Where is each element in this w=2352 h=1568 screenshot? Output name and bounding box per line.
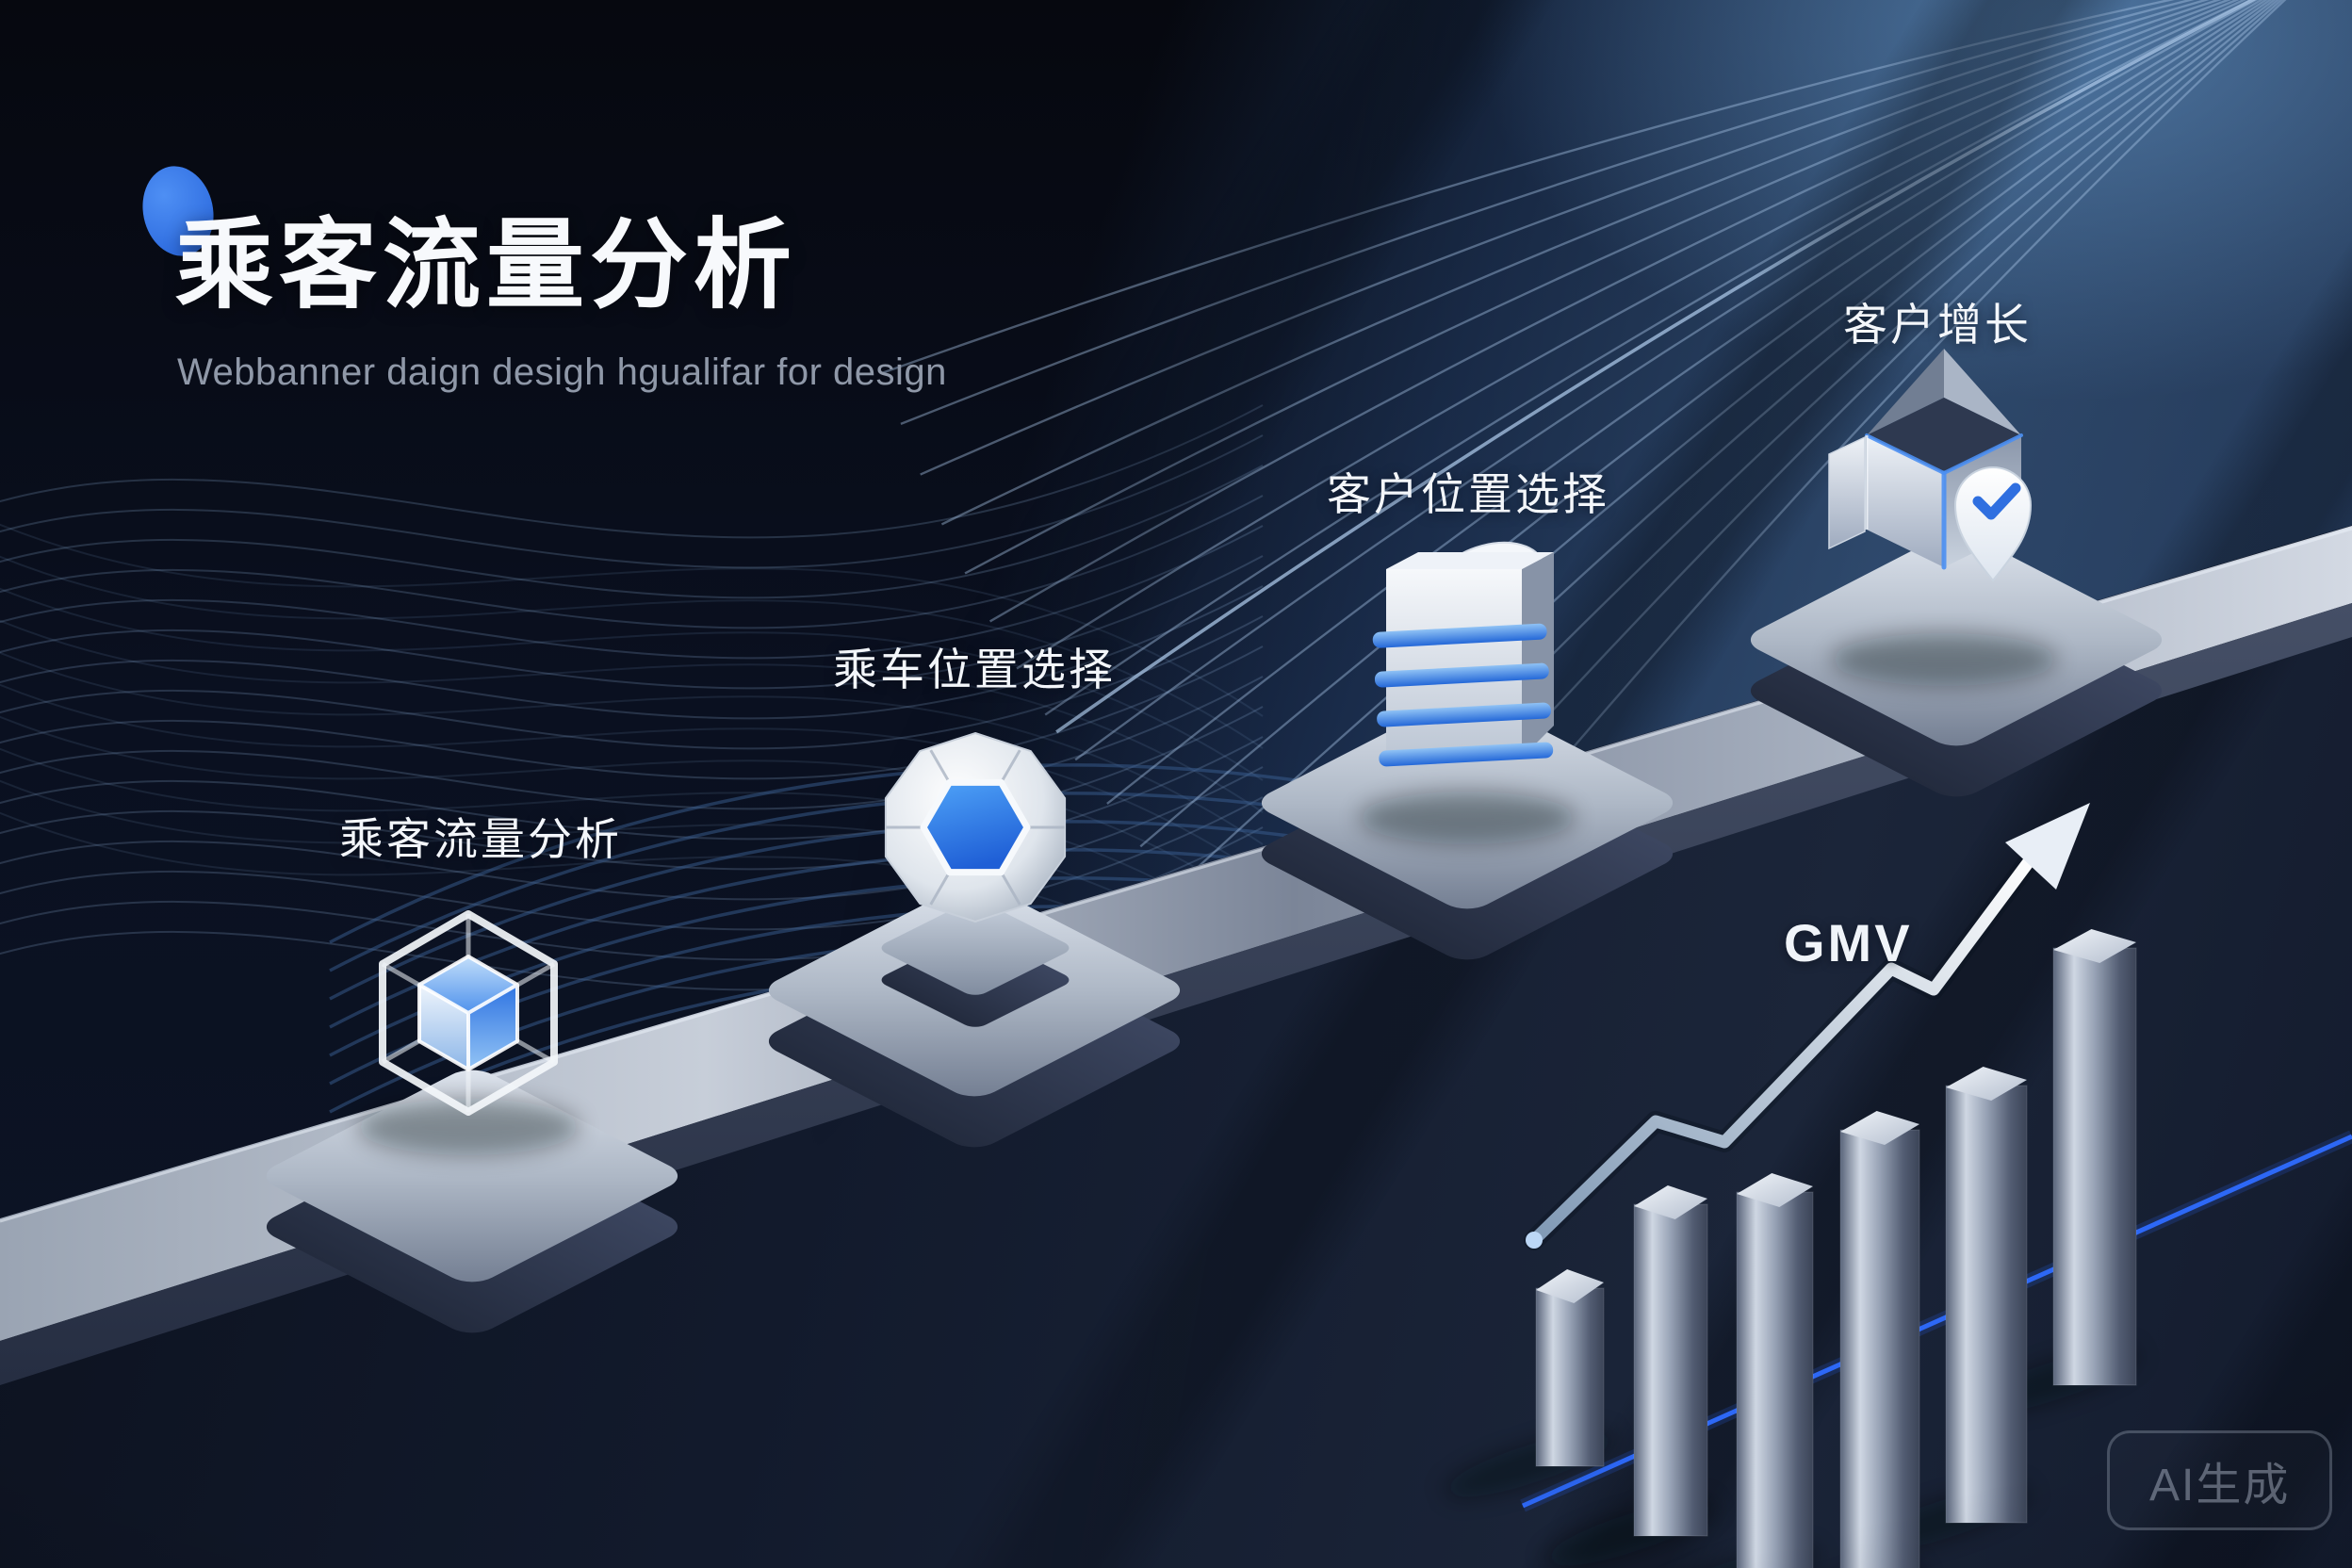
gmv-bar-2	[1633, 1185, 1708, 1537]
page-subtitle: Webbanner daign desigh hgualifar for des…	[177, 351, 947, 393]
gmv-bar-3	[1736, 1173, 1814, 1568]
ai-generated-badge: AI生成	[2107, 1430, 2333, 1530]
polyhedron-hexagon-icon	[884, 731, 1067, 923]
step-label-4: 客户增长	[1843, 300, 2032, 350]
gmv-bar-5	[1945, 1067, 2028, 1524]
gmv-bar-4	[1839, 1111, 1920, 1568]
step-label-3: 客户位置选择	[1327, 469, 1609, 519]
step-label-1: 乘客流量分析	[339, 814, 622, 864]
gmv-label: GMV	[1784, 913, 1913, 972]
page-title: 乘客流量分析	[175, 211, 798, 320]
document-chart-icon	[1372, 541, 1554, 767]
header: 乘客流量分析 Webbanner daign desigh hgualifar …	[134, 159, 947, 394]
box-location-check-icon	[1828, 349, 2033, 582]
gmv-bar-6	[2052, 929, 2137, 1386]
gmv-bar-1	[1535, 1269, 1605, 1467]
step-label-2: 乘车位置选择	[833, 645, 1116, 694]
